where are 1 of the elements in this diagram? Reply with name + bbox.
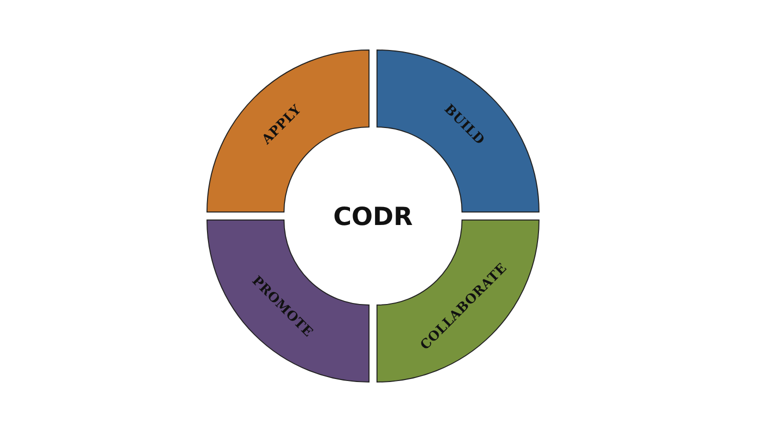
center-label: CODR bbox=[333, 202, 413, 230]
